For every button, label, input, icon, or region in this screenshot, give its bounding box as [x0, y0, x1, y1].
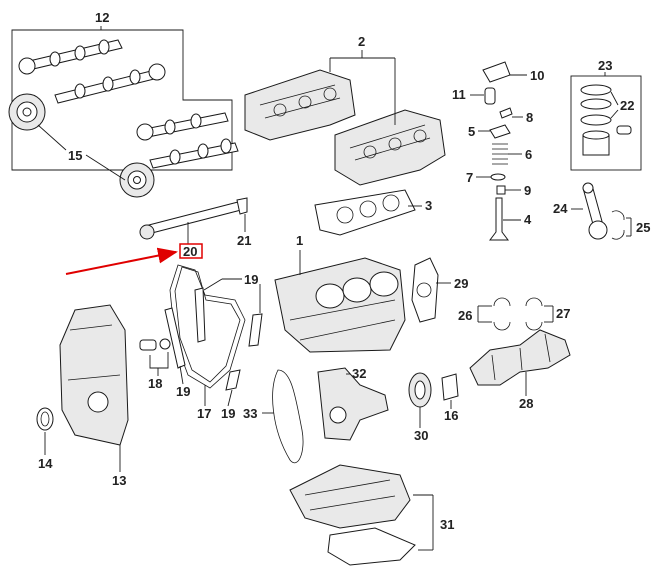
drive-belt: 33: [243, 369, 304, 464]
callout-20: 20: [183, 244, 197, 259]
callout-8: 8: [526, 110, 533, 125]
valve-spring: [492, 143, 508, 165]
callout-29: 29: [454, 276, 468, 291]
callout-9: 9: [524, 183, 531, 198]
crankshaft-sprocket: 16: [441, 373, 459, 423]
callout-16: 16: [444, 408, 458, 423]
callout-26: 26: [458, 308, 472, 323]
timing-cover-gasket: 29: [411, 257, 468, 323]
callout-3: 3: [425, 198, 432, 213]
callout-27: 27: [556, 306, 570, 321]
callout-28: 28: [519, 396, 533, 411]
camshaft-2: [54, 63, 166, 104]
callout-23: 23: [598, 58, 612, 73]
camshaft-4: [149, 138, 239, 169]
valve: [489, 197, 509, 241]
piston-group: 23 22: [570, 58, 642, 171]
valve-spring-retainer: [489, 124, 511, 139]
callout-30: 30: [414, 428, 428, 443]
callout-14: 14: [38, 456, 53, 471]
callout-10: 10: [530, 68, 544, 83]
camshaft-1: [18, 39, 123, 75]
callout-31: 31: [440, 517, 454, 532]
callout-24: 24: [553, 201, 568, 216]
valve-keeper: [499, 107, 513, 119]
callout-32: 32: [352, 366, 366, 381]
valve-guide: [496, 185, 506, 195]
callout-17: 17: [197, 406, 211, 421]
main-bearings: 26 27: [458, 297, 570, 331]
callout-12: 12: [95, 10, 109, 25]
head-gasket: 3: [314, 189, 432, 236]
rocker-arm: [482, 61, 511, 83]
callout-22: 22: [620, 98, 634, 113]
callout-25: 25: [636, 220, 650, 235]
highlight-arrow: [65, 247, 178, 275]
callout-1: 1: [296, 233, 303, 248]
balance-shaft: 21 20: [65, 197, 251, 275]
camshaft-sprocket-2: [119, 162, 155, 198]
timing-chain-group: 19 19 17 19: [164, 264, 263, 421]
camshaft-group: 12 15: [8, 10, 239, 198]
callout-18: 18: [148, 376, 162, 391]
callout-7: 7: [466, 170, 473, 185]
front-crank-seal: 14: [36, 407, 54, 471]
callout-4: 4: [524, 212, 532, 227]
callout-33: 33: [243, 406, 257, 421]
callout-21: 21: [237, 233, 251, 248]
crankshaft-pulley: 30: [408, 372, 432, 443]
engine-block: 1: [274, 233, 406, 353]
lash-adjuster: [484, 87, 496, 105]
crankshaft: 28: [469, 329, 571, 411]
callout-11: 11: [452, 87, 466, 102]
callout-19-bottom: 19: [221, 406, 235, 421]
connecting-rod: 24 25: [553, 182, 650, 240]
oil-pump: 32: [317, 366, 389, 441]
callout-6: 6: [525, 147, 532, 162]
callout-5: 5: [468, 124, 475, 139]
camshaft-3: [136, 112, 229, 141]
cylinder-heads: 2: [244, 34, 446, 186]
oil-pan: 31: [289, 464, 454, 566]
chain-tensioner: 18: [139, 338, 171, 391]
callout-19-left: 19: [176, 384, 190, 399]
camshaft-sprocket-1: [8, 93, 46, 131]
timing-cover: 13: [59, 304, 129, 488]
callout-13: 13: [112, 473, 126, 488]
valve-seal: [490, 173, 506, 181]
callout-15: 15: [68, 148, 82, 163]
callout-19-top: 19: [244, 272, 258, 287]
valve-train-parts: 10 11 8 5 6 7 9 4: [452, 61, 544, 241]
callout-20-highlight-box: [179, 243, 203, 259]
callout-2: 2: [358, 34, 365, 49]
